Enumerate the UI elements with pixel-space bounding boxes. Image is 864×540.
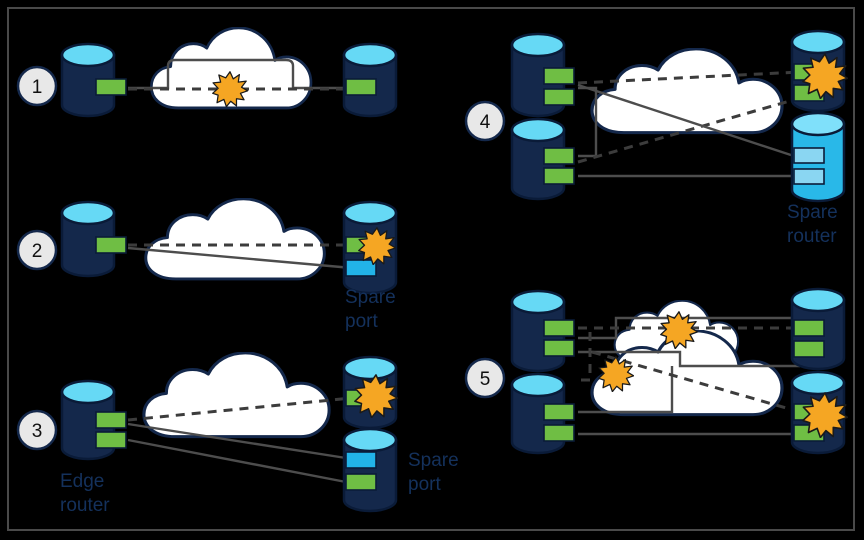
panel-badge-4: 4 (464, 100, 506, 142)
spare-port-label-line1: Spare (408, 450, 459, 471)
panel-badge-5: 5 (464, 357, 506, 399)
port-active-1[interactable] (543, 319, 575, 337)
panel-5: 5 (464, 287, 848, 455)
edge-router-left-bottom[interactable] (510, 372, 575, 455)
reroute-path (128, 58, 352, 90)
port-active-2[interactable] (543, 167, 575, 185)
spare-router-label-line1: Spare (787, 202, 838, 223)
port-active-1[interactable] (793, 319, 825, 337)
panel-4: Spare router 4 (464, 29, 848, 247)
panel-badge-label: 2 (32, 241, 43, 262)
failed-path (127, 396, 353, 422)
edge-router-label-line2: router (60, 495, 110, 516)
failed-path-3 (591, 350, 801, 414)
cloud-icon (142, 352, 331, 439)
spare-port-label-line1: Spare (345, 287, 396, 308)
port-spare[interactable] (345, 451, 377, 469)
panel-badge-label: 3 (32, 421, 43, 442)
edge-router-left-top[interactable] (510, 289, 575, 373)
reroute-path-3 (578, 366, 674, 414)
port-active[interactable] (95, 236, 127, 254)
port-active-1[interactable] (543, 147, 575, 165)
panel-2: Spare port 2 (16, 198, 398, 332)
reroute-path-1 (127, 422, 347, 460)
failed-path-2 (578, 326, 592, 382)
spare-router-label-line2: router (787, 226, 837, 247)
panel-badge-label: 4 (480, 112, 491, 133)
edge-router-left[interactable] (60, 379, 127, 461)
port-active-1[interactable] (95, 411, 127, 429)
port-active-2[interactable] (793, 340, 825, 358)
port-spare[interactable] (345, 259, 377, 277)
port-active-2[interactable] (95, 431, 127, 449)
panel-badge-label: 5 (480, 369, 491, 390)
port-spare-1[interactable] (793, 147, 825, 164)
spare-router-label: Spare router (787, 202, 838, 247)
edge-router-label-line1: Edge (60, 471, 104, 492)
panel-badge-3: 3 (16, 409, 58, 451)
port-active-2[interactable] (543, 88, 575, 106)
panel-1: 1 (16, 27, 398, 118)
port-active-2[interactable] (543, 339, 575, 357)
left-bus-link (578, 86, 598, 158)
edge-router-right-spare[interactable] (342, 427, 398, 513)
spare-port-label: Spare port (345, 287, 396, 332)
reroute-path-2 (578, 350, 800, 368)
reroute-path (127, 246, 353, 270)
port-active-2[interactable] (543, 424, 575, 442)
edge-router-label: Edge router (60, 471, 110, 516)
panel-badge-label: 1 (32, 77, 43, 98)
spare-router[interactable] (790, 111, 846, 203)
port-active[interactable] (95, 78, 127, 96)
failed-path-1 (577, 70, 801, 85)
spare-port-label: Spare port (408, 450, 459, 495)
spare-port-label-line2: port (345, 311, 378, 332)
reroute-path-2 (127, 438, 347, 484)
edge-router-left-bottom[interactable] (510, 117, 575, 201)
spare-port-label-line2: port (408, 474, 441, 495)
port-spare-2[interactable] (793, 168, 825, 185)
edge-router-left-top[interactable] (510, 32, 575, 118)
edge-router-right-top[interactable] (790, 287, 846, 371)
port-active-1[interactable] (543, 403, 575, 421)
port-active-1[interactable] (543, 67, 575, 85)
port-active[interactable] (345, 473, 377, 491)
failed-path-2 (577, 96, 801, 164)
panel-3: Edge router Spare port (16, 352, 459, 516)
edge-router-left[interactable] (60, 42, 127, 118)
cloud-icon (144, 198, 326, 281)
panel-badge-1: 1 (16, 65, 58, 107)
edge-router-left[interactable] (60, 200, 127, 278)
edge-router-right[interactable] (342, 42, 398, 118)
port-active[interactable] (345, 78, 377, 96)
reroute-path-1 (577, 83, 801, 160)
panel-badge-2: 2 (16, 229, 58, 271)
